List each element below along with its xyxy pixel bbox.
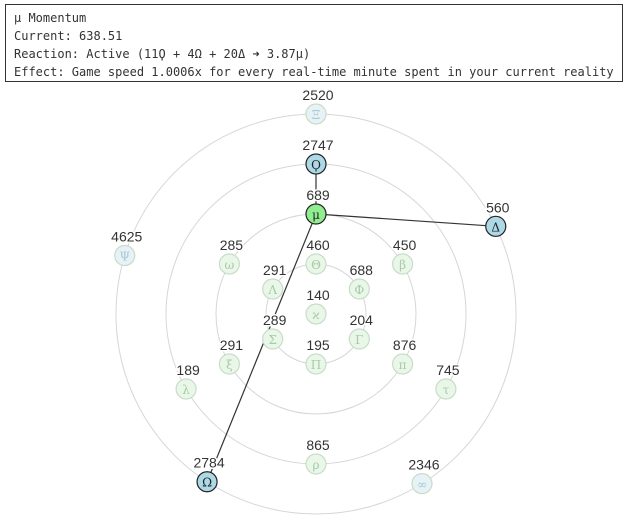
glyph-count-mu: 689: [306, 187, 330, 203]
glyph-rho[interactable]: ρ 865: [305, 436, 331, 475]
glyph-mu[interactable]: μ 689: [305, 186, 331, 225]
glyph-pi-cap[interactable]: Π 195: [305, 336, 331, 375]
glyph-node-pi[interactable]: [392, 353, 414, 375]
glyph-node-xi-low[interactable]: [218, 353, 240, 375]
glyph-node-kappa[interactable]: [305, 303, 327, 325]
glyph-symbol-omega-cap: Ω: [202, 476, 212, 490]
glyph-xi-low[interactable]: ξ 291: [218, 336, 245, 375]
glyph-node-delta[interactable]: [485, 215, 507, 237]
effect-description: Effect: Game speed 1.0006x for every rea…: [14, 65, 614, 79]
glyph-node-xi[interactable]: [305, 103, 327, 125]
glyph-theta[interactable]: Θ 460: [305, 236, 331, 275]
glyph-node-omega-cap[interactable]: [196, 471, 218, 493]
glyph-count-delta: 560: [486, 199, 510, 215]
glyph-node-psi[interactable]: [114, 244, 136, 267]
glyph-symbol-lambda: Λ: [267, 283, 277, 297]
glyph-symbol-sigma: Σ: [268, 333, 276, 347]
glyph-count-theta: 460: [306, 237, 330, 253]
glyph-node-lambda-low[interactable]: [175, 378, 197, 400]
glyph-count-koppa: 2747: [302, 137, 333, 153]
glyph-omega-cap[interactable]: Ω 2784: [192, 453, 226, 493]
glyph-node-beta[interactable]: [392, 253, 414, 275]
glyph-pi[interactable]: π 876: [391, 336, 418, 375]
glyph-node-lambda[interactable]: [262, 278, 284, 300]
glyph-count-tau: 745: [436, 362, 460, 378]
glyph-count-pi: 876: [393, 337, 417, 353]
glyph-psi[interactable]: Ψ 4625: [110, 227, 144, 267]
glyph-count-omega: 285: [220, 237, 244, 253]
glyph-count-sigma: 289: [263, 312, 287, 328]
glyph-node-sigma[interactable]: [262, 328, 284, 350]
glyph-symbol-tau: τ: [443, 383, 450, 397]
glyph-sigma[interactable]: Σ 289: [262, 311, 288, 350]
glyph-count-psi: 4625: [111, 229, 142, 245]
glyph-node-infinity[interactable]: [411, 473, 433, 495]
glyph-node-mu[interactable]: [305, 203, 327, 225]
glyph-tau[interactable]: τ 745: [435, 361, 461, 400]
glyph-count-kappa: 140: [306, 287, 330, 303]
glyph-koppa[interactable]: Ϙ 2747: [301, 136, 335, 175]
glyph-gamma[interactable]: Γ 204: [348, 311, 375, 350]
glyph-count-xi: 2520: [302, 87, 333, 103]
glyph-symbol-phi: Φ: [354, 283, 364, 297]
info-panel: μ Momentum Current: 638.51 Reaction: Act…: [5, 4, 623, 82]
glyph-node-omega[interactable]: [218, 253, 240, 275]
glyph-symbol-rho: ρ: [312, 458, 319, 472]
glyph-count-infinity: 2346: [408, 457, 439, 473]
glyph-delta[interactable]: Δ 560: [485, 198, 511, 237]
glyph-symbol-theta: Θ: [311, 258, 321, 272]
glyph-symbol-kappa: ϰ: [312, 308, 319, 322]
glyph-node-pi-cap[interactable]: [305, 353, 327, 375]
glyph-node-koppa[interactable]: [305, 153, 327, 175]
glyph-symbol-gamma: Γ: [355, 333, 363, 347]
glyph-symbol-lambda-low: λ: [182, 383, 190, 397]
glyph-node-phi[interactable]: [348, 278, 370, 300]
glyph-count-lambda: 291: [263, 262, 287, 278]
glyph-count-xi-low: 291: [220, 337, 244, 353]
glyph-name: μ Momentum: [14, 11, 87, 25]
glyph-lambda-low[interactable]: λ 189: [175, 361, 201, 400]
current-amount: Current: 638.51: [14, 29, 123, 43]
glyph-count-gamma: 204: [350, 312, 374, 328]
glyph-phi[interactable]: Φ 688: [348, 261, 375, 300]
glyph-symbol-mu: μ: [312, 208, 320, 222]
glyph-node-tau[interactable]: [435, 378, 457, 400]
glyph-node-rho[interactable]: [305, 453, 327, 475]
glyph-infinity[interactable]: ∞ 2346: [407, 455, 441, 495]
glyph-symbol-infinity: ∞: [417, 478, 427, 492]
reaction-link-omega-cap: [206, 213, 317, 482]
glyph-omega[interactable]: ω 285: [218, 236, 245, 275]
glyph-count-rho: 865: [306, 437, 330, 453]
glyph-symbol-pi: π: [399, 358, 407, 372]
glyph-xi[interactable]: Ξ 2520: [301, 86, 335, 125]
glyph-kappa[interactable]: ϰ 140: [305, 286, 331, 325]
glyph-beta[interactable]: β 450: [391, 236, 418, 275]
glyph-count-beta: 450: [393, 237, 417, 253]
glyph-symbol-xi: Ξ: [312, 108, 320, 122]
glyph-symbol-psi: Ψ: [119, 250, 130, 264]
glyph-symbol-koppa: Ϙ: [311, 158, 321, 172]
glyph-symbol-xi-low: ξ: [226, 358, 233, 372]
glyph-lambda[interactable]: Λ 291: [262, 261, 288, 300]
glyph-symbol-delta: Δ: [491, 220, 500, 234]
reaction-link-delta: [315, 213, 496, 227]
glyph-count-pi-cap: 195: [306, 337, 330, 353]
glyph-node-theta[interactable]: [305, 253, 327, 275]
glyph-count-phi: 688: [350, 262, 374, 278]
glyph-count-omega-cap: 2784: [193, 455, 224, 471]
reaction-status: Reaction: Active (11Ϙ + 4Ω + 20Δ ➜ 3.87μ…: [14, 47, 311, 61]
glyph-count-lambda-low: 189: [176, 362, 200, 378]
glyph-node-gamma[interactable]: [348, 328, 370, 350]
glyph-symbol-beta: β: [399, 258, 406, 272]
glyph-symbol-omega: ω: [224, 258, 234, 272]
glyph-symbol-pi-cap: Π: [311, 358, 321, 372]
